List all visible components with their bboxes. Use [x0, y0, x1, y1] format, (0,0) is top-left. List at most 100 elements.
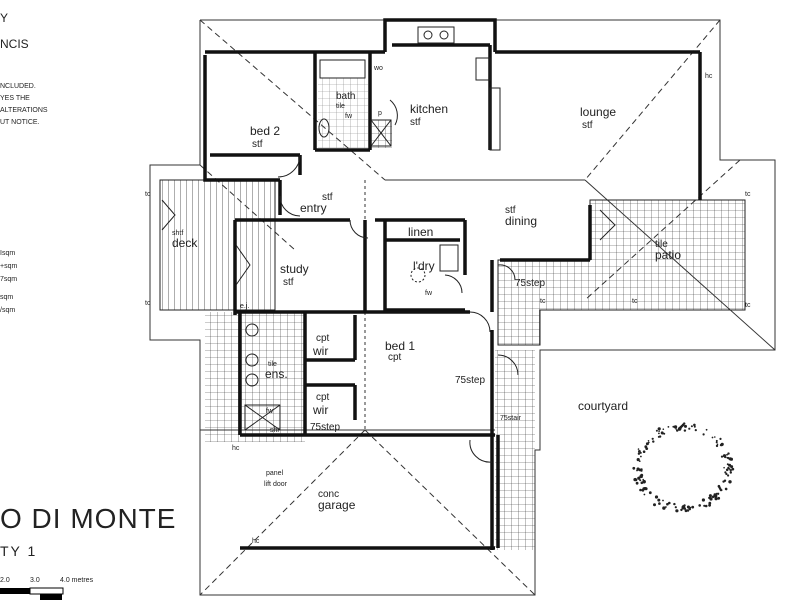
tree-stipple-dot [720, 455, 724, 458]
tree-stipple-dot [715, 441, 718, 444]
tree-stipple-dot [648, 491, 652, 495]
tree-stipple-dot [639, 475, 643, 478]
tree-stipple-dot [688, 427, 691, 430]
walls [203, 18, 702, 550]
scale-bar [0, 587, 64, 600]
tree-stipple-dot [717, 496, 721, 500]
tree-stipple-dot [635, 481, 639, 485]
room-linen-name: linen [408, 225, 433, 239]
room-kitchen-finish: stf [410, 117, 421, 128]
tree-stipple-dot [658, 502, 661, 505]
room-dining-finish: stf [505, 205, 516, 216]
room-bath-name: bath [336, 91, 355, 102]
tree-stipple-dot [711, 436, 714, 439]
tree-stipple-dot [676, 429, 679, 432]
tree-stipple-dot [687, 509, 690, 512]
tree-stipple-dot [716, 492, 720, 495]
tree-stipple-dot [719, 437, 722, 440]
tree-stipple-dot [690, 425, 693, 428]
annot-hc-garage: hc [252, 538, 260, 545]
tree-stipple-dot [684, 509, 688, 513]
tree-stipple-dot [662, 506, 666, 510]
annot-lift-door: lift door [264, 481, 288, 488]
room-dining-name: dining [505, 214, 537, 228]
ensuite-tiles [205, 312, 305, 442]
tree-stipple-dot [647, 441, 650, 444]
tree-stipple-dot [729, 471, 732, 474]
tree-stipple-dot [726, 453, 728, 456]
tree-stipple-dot [642, 480, 646, 484]
tree-stipple-dot [684, 424, 687, 428]
annot-step-bed1: 75step [455, 375, 485, 386]
tree-stipple-dot [651, 437, 654, 440]
tree-stipple-dot [679, 425, 683, 429]
tree-stipple-dot [675, 428, 677, 430]
room-garage-finish: conc [318, 489, 339, 500]
scale-label-3: 4.0 metres [60, 577, 94, 584]
tree-stipple-dot [680, 508, 683, 512]
room-patio-name: patio [655, 248, 681, 262]
tree-stipple-dot [638, 468, 642, 472]
area-line-5: /sqm [0, 307, 15, 314]
room-bed2-name: bed 2 [250, 124, 280, 138]
tree-stipple-dot [667, 426, 670, 428]
room-wir1-name: wir [312, 344, 328, 358]
tree-stipple-dot [643, 487, 647, 490]
annot-tc-3: tc [540, 298, 546, 305]
tree-stipple-dot [662, 428, 665, 431]
tree-stipple-dot [723, 466, 725, 469]
room-wir2-name: wir [312, 403, 328, 417]
scale-label-1: 2.0 [0, 577, 10, 584]
tree-stipple-dot [716, 443, 719, 446]
tree-stipple-dot [711, 495, 715, 499]
tree-stipple-dot [725, 468, 729, 472]
title-line1: Y [0, 11, 8, 25]
tree-stipple-dot [639, 460, 641, 463]
tree-stipple-dot [652, 440, 655, 443]
courtyard-tree [632, 422, 735, 513]
room-wir2-finish: cpt [316, 392, 330, 403]
tree-stipple-dot [713, 493, 716, 496]
deck-boards [159, 179, 276, 311]
title-line2: NCIS [0, 37, 29, 51]
tree-stipple-dot [701, 498, 706, 502]
tree-stipple-dot [640, 455, 642, 458]
kitchen-floor-tiles [370, 120, 392, 148]
annot-step-patio: 75step [515, 278, 545, 289]
room-entry-name: entry [300, 201, 327, 215]
tree-stipple-dot [727, 452, 730, 455]
tree-stipple-dot [702, 433, 705, 436]
annot-p: p [378, 110, 382, 117]
tree-stipple-dot [653, 503, 656, 507]
tree-stipple-dot [639, 479, 642, 482]
room-deck-finish: shtf [172, 230, 183, 237]
tree-stipple-dot [673, 502, 676, 506]
courtyard-path-tiles [495, 350, 535, 550]
annot-hc-ens: hc [232, 445, 240, 452]
area-line-3: 7sqm [0, 276, 17, 283]
area-line-4: sqm [0, 294, 13, 301]
room-wir1-finish: cpt [316, 333, 330, 344]
room-ens-name: ens. [265, 367, 288, 381]
tree-stipple-dot [703, 504, 706, 507]
tree-stipple-dot [708, 494, 712, 498]
tree-stipple-dot [654, 495, 659, 499]
tree-stipple-dot [683, 422, 686, 425]
annot-tc-1: tc [745, 191, 751, 198]
tree-stipple-dot [637, 452, 641, 455]
tree-stipple-dot [725, 488, 728, 491]
tree-stipple-dot [657, 498, 661, 502]
tree-stipple-dot [730, 458, 733, 461]
tree-stipple-dot [675, 509, 679, 513]
tree-stipple-dot [658, 430, 660, 433]
tree-stipple-dot [688, 507, 691, 511]
tree-stipple-dot [636, 458, 640, 462]
room-bath-finish: tile [336, 103, 345, 110]
tree-stipple-dot [704, 504, 708, 508]
note-line-1: NCLUDED. [0, 83, 36, 90]
tree-stipple-dot [639, 488, 642, 492]
room-lounge-name: lounge [580, 105, 616, 119]
tree-stipple-dot [637, 448, 640, 450]
tree-stipple-dot [715, 492, 718, 495]
room-labels: bed 2 stf bath tile kitchen stf lounge s… [172, 91, 681, 512]
